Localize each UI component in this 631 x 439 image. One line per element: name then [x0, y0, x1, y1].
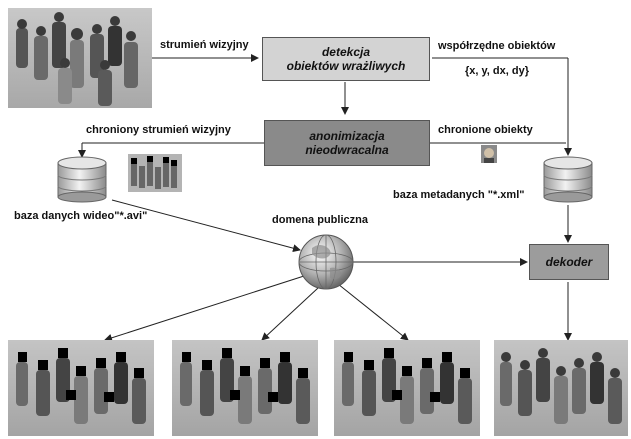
output-photo-restored: [494, 340, 628, 436]
video-db-icon: [57, 156, 107, 203]
video-db-label: baza danych wideo"*.avi": [14, 210, 148, 222]
protected-face-thumbnail: [481, 145, 497, 163]
decoder-box: dekoder: [529, 244, 609, 280]
anonymization-box: anonimizacja nieodwracalna: [264, 120, 430, 166]
decoder-label: dekoder: [545, 255, 593, 269]
arrow-globe-to-photo2: [261, 287, 319, 341]
anonymized-thumbnail: [128, 154, 182, 192]
anon-line1: anonimizacja: [309, 129, 385, 143]
arrow-videodb-to-globe: [111, 199, 301, 253]
public-domain-label: domena publiczna: [272, 214, 368, 226]
detection-line2: obiektów wrażliwych: [286, 59, 406, 73]
output-photo-2: [172, 340, 318, 436]
input-stream-label: strumień wizyjny: [160, 39, 249, 51]
arrow-globe-to-photo3: [337, 283, 409, 341]
anon-line2: nieodwracalna: [305, 143, 389, 157]
globe-icon: [298, 234, 354, 290]
protected-stream-label: chroniony strumień wizyjny: [86, 124, 231, 136]
arrow-globe-to-photo1: [104, 275, 305, 342]
metadata-db-icon: [543, 156, 593, 203]
coords-tuple-label: {x, y, dx, dy}: [465, 65, 529, 77]
output-photo-1: [8, 340, 154, 436]
metadata-db-label: baza metadanych "*.xml": [393, 189, 525, 201]
input-crowd-photo: [8, 8, 152, 108]
object-coords-label: współrzędne obiektów: [438, 40, 556, 52]
output-photo-3: [334, 340, 480, 436]
protected-objects-label: chronione obiekty: [438, 124, 533, 136]
detection-line1: detekcja: [321, 45, 370, 59]
detection-box: detekcja obiektów wrażliwych: [262, 37, 430, 81]
